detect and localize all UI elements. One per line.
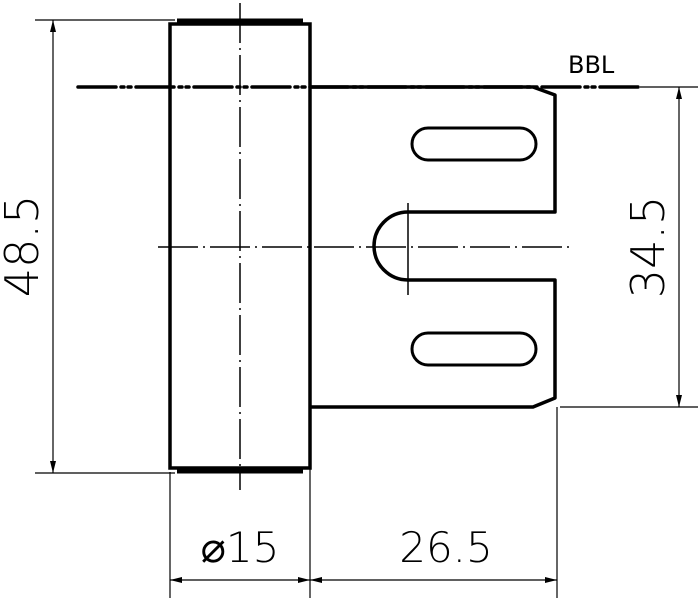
upper-slot bbox=[410, 126, 538, 162]
dim-label-34-5: 34.5 bbox=[621, 196, 675, 298]
dim-label-diameter-15: ⌀15 bbox=[201, 523, 280, 572]
dim-label-26-5: 26.5 bbox=[399, 523, 493, 572]
lower-slot bbox=[410, 331, 538, 367]
hinge-plate bbox=[310, 85, 557, 409]
bbl-label: BBL bbox=[568, 51, 615, 79]
dimension-plate-height bbox=[560, 87, 698, 408]
dimension-overall-height bbox=[35, 19, 175, 474]
dim-label-48-5: 48.5 bbox=[0, 195, 49, 297]
